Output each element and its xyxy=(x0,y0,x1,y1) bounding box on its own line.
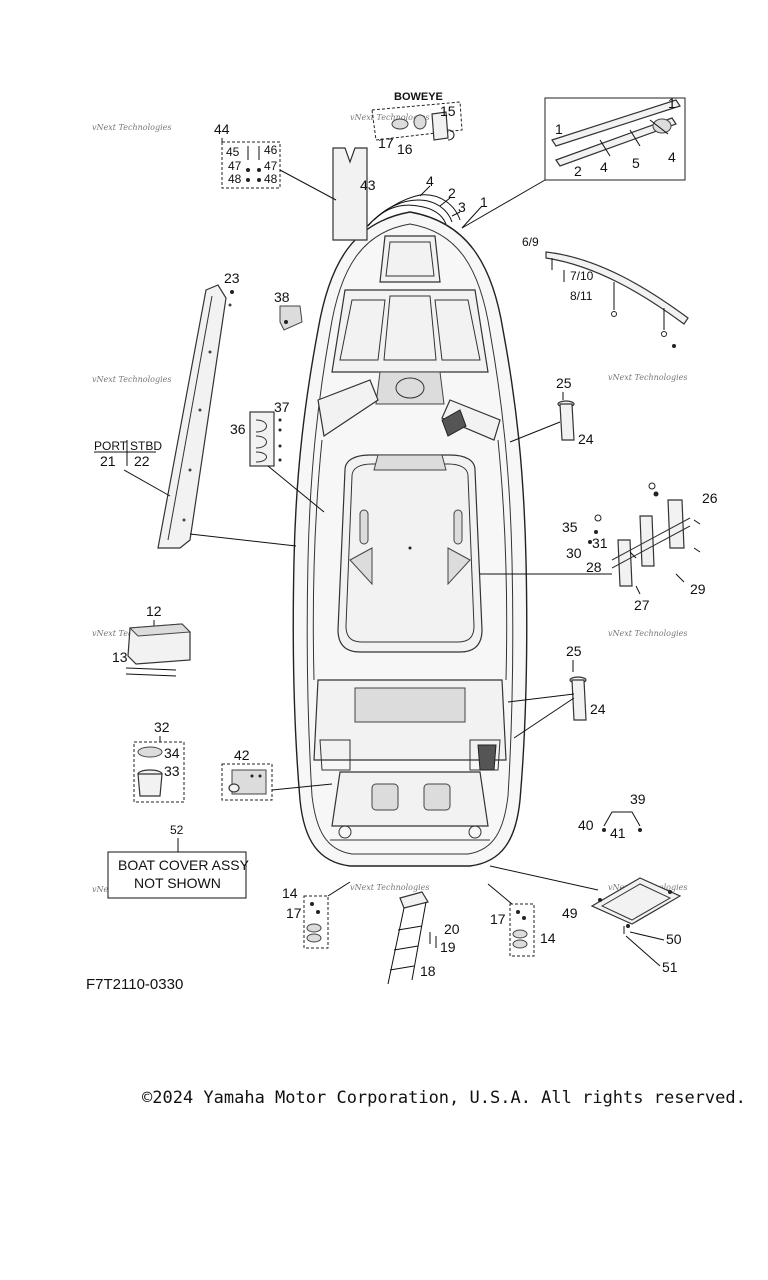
callout-1: 1 xyxy=(668,95,676,111)
callout-15: 15 xyxy=(440,103,456,119)
watermark: vNext Technologies xyxy=(350,883,429,892)
callout-39: 39 xyxy=(630,791,646,807)
callout-8-11: 8/11 xyxy=(570,289,593,303)
callout-24: 24 xyxy=(578,431,594,447)
hull-deck xyxy=(292,211,528,867)
callout-29: 29 xyxy=(690,581,706,597)
callout-31: 31 xyxy=(592,535,608,551)
callout-47: 47 xyxy=(264,159,278,173)
callout-33: 33 xyxy=(164,763,180,779)
callout-1: 1 xyxy=(555,121,563,137)
callout-14: 14 xyxy=(540,930,556,946)
callout-42: 42 xyxy=(234,747,250,763)
hardware-44: 44 45 46 47 47 48 48 xyxy=(214,121,337,201)
callout-1: 1 xyxy=(480,194,488,210)
hardware-14-17-stbd: 17 14 xyxy=(487,883,556,957)
callout-26: 26 xyxy=(702,490,718,506)
callout-47: 47 xyxy=(228,159,242,173)
callout-4: 4 xyxy=(668,149,676,165)
callout-37: 37 xyxy=(274,399,290,415)
callout-17: 17 xyxy=(378,135,394,151)
watermark: vNext Technologies xyxy=(350,113,429,122)
boweye-heading: BOWEYE xyxy=(394,91,443,103)
callout-48: 48 xyxy=(228,172,242,186)
bracket-42: 42 xyxy=(221,747,333,801)
boweye-group: BOWEYE 15 17 16 xyxy=(371,91,463,157)
callout-17: 17 xyxy=(490,911,506,927)
callout-2: 2 xyxy=(574,163,582,179)
callout-24: 24 xyxy=(590,701,606,717)
callout-28: 28 xyxy=(586,559,602,575)
callout-19: 19 xyxy=(440,939,456,955)
side-rail-6-9: 6/9 7/10 8/11 xyxy=(522,235,689,348)
callout-25: 25 xyxy=(566,643,582,659)
callout-46: 46 xyxy=(264,143,278,157)
callout-12: 12 xyxy=(146,603,162,619)
callout-13: 13 xyxy=(112,649,128,665)
callout-4: 4 xyxy=(426,173,434,189)
platform-49-51: 49 50 51 xyxy=(489,865,682,975)
watermark: vNext Technologies xyxy=(92,123,171,132)
callout-51: 51 xyxy=(662,959,678,975)
callout-23: 23 xyxy=(224,270,240,286)
callout-5: 5 xyxy=(632,155,640,171)
hardware-14-17-port: 14 17 xyxy=(282,881,351,949)
callout-41: 41 xyxy=(610,825,626,841)
callout-45: 45 xyxy=(226,145,240,159)
callout-21: 21 xyxy=(100,453,116,469)
callout-7-10: 7/10 xyxy=(570,269,594,283)
boat-cover-note-line2: NOT SHOWN xyxy=(134,875,221,891)
callout-32: 32 xyxy=(154,719,170,735)
callout-27: 27 xyxy=(634,597,650,613)
callout-22: 22 xyxy=(134,453,150,469)
callout-49: 49 xyxy=(562,905,578,921)
callout-4: 4 xyxy=(600,159,608,175)
callout-44: 44 xyxy=(214,121,230,137)
boat-cover-note-line1: BOAT COVER ASSY xyxy=(118,857,250,873)
boat-cover-note: 52 BOAT COVER ASSY NOT SHOWN xyxy=(107,823,250,899)
callout-35: 35 xyxy=(562,519,578,535)
callout-6-9: 6/9 xyxy=(522,235,539,249)
callout-2: 2 xyxy=(448,185,456,201)
callout-25: 25 xyxy=(556,375,572,391)
rod-holder-upper: 25 24 xyxy=(509,375,594,447)
callout-36: 36 xyxy=(230,421,246,437)
watermark: vNext Technologies xyxy=(608,629,687,638)
callout-48: 48 xyxy=(264,172,278,186)
callout-52: 52 xyxy=(170,823,184,837)
callout-34: 34 xyxy=(164,745,180,761)
port-heading: PORT xyxy=(94,439,128,453)
bow-trim-parts: 4 2 3 1 xyxy=(361,173,546,233)
figure-code: F7T2110-0330 xyxy=(86,976,184,993)
bow-rail-detail: 1 1 2 4 5 4 xyxy=(544,95,686,181)
handle-39-41: 39 40 41 xyxy=(578,791,646,841)
rod-holder-lower: 25 24 xyxy=(507,643,606,739)
callout-17: 17 xyxy=(286,905,302,921)
callout-43: 43 xyxy=(360,177,376,193)
callout-3: 3 xyxy=(458,199,466,215)
callout-20: 20 xyxy=(444,921,460,937)
callout-14: 14 xyxy=(282,885,298,901)
watermark: vNext Technologies xyxy=(92,375,171,384)
callout-30: 30 xyxy=(566,545,582,561)
watermark: vNext Technologies xyxy=(608,373,687,382)
stbd-heading: STBD xyxy=(130,439,162,453)
cup-holder-32-34: 32 34 33 xyxy=(133,719,185,803)
callout-16: 16 xyxy=(397,141,413,157)
callout-38: 38 xyxy=(274,289,290,305)
cooler-12-13: 12 13 xyxy=(112,603,192,677)
rod-rack: 26 35 31 30 28 29 27 xyxy=(480,482,718,613)
copyright-notice: ©2024 Yamaha Motor Corporation, U.S.A. A… xyxy=(142,1088,746,1108)
side-trim-21-22-23: 23 PORT STBD 21 22 xyxy=(94,270,297,549)
part-43: 43 xyxy=(332,147,376,241)
ladder-18-20: 20 19 18 xyxy=(387,891,460,985)
callout-40: 40 xyxy=(578,817,594,833)
callout-50: 50 xyxy=(666,931,682,947)
latch-38: 38 xyxy=(274,289,303,331)
hinge-36-37: 37 36 xyxy=(230,399,325,513)
callout-18: 18 xyxy=(420,963,436,979)
